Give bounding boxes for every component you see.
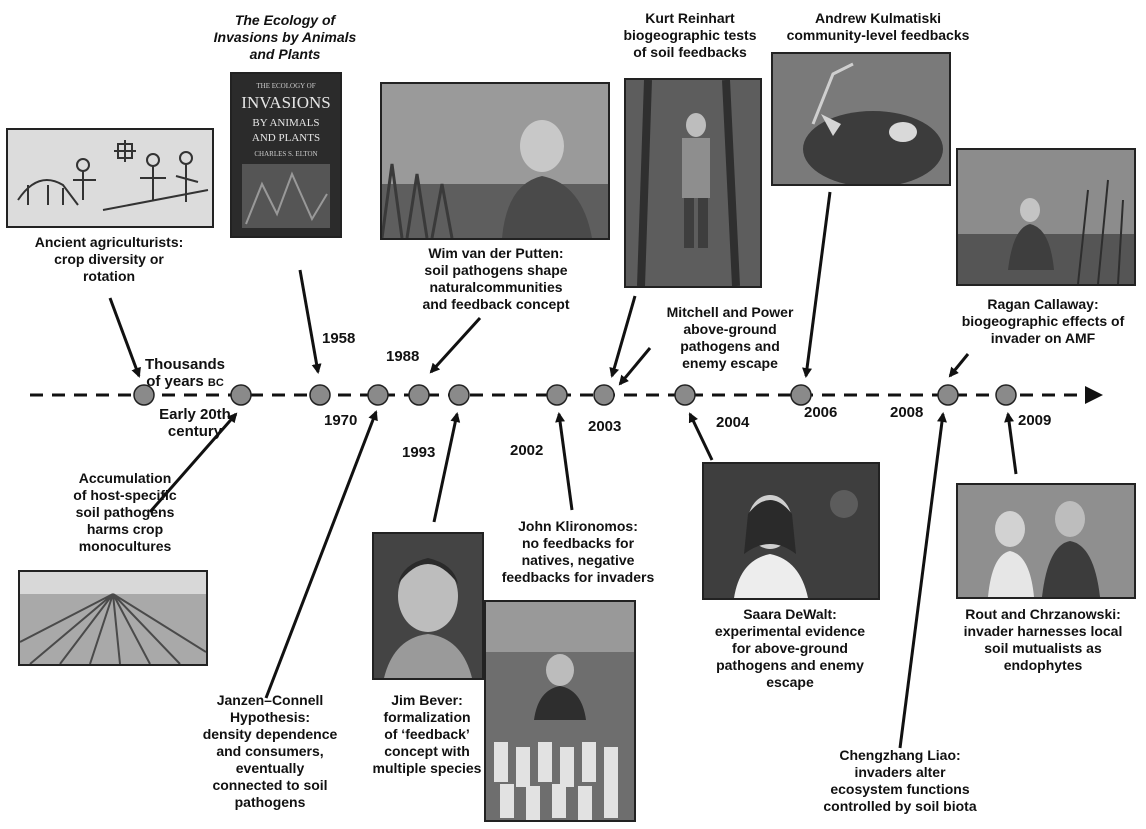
arrow-kulmatiski <box>802 191 832 378</box>
year-label-2009: 2009 <box>1018 412 1052 429</box>
caption-klironomos: John Klironomos: no feedbacks for native… <box>501 518 655 585</box>
portrait-drawing <box>382 84 608 238</box>
dot-2002 <box>546 384 568 406</box>
year-label-2008: 2008 <box>890 404 924 421</box>
year-label-early-20th: Early 20th century <box>159 406 231 440</box>
saara-dewalt-photo <box>702 462 880 600</box>
portrait-drawing <box>374 534 482 678</box>
year-label-bc: Thousands of years BC <box>144 356 225 390</box>
wim-van-der-putten-photo <box>380 82 610 240</box>
book-cover-photo: THE ECOLOGY OF INVASIONS BY ANIMALS AND … <box>230 72 342 238</box>
greenhouse-drawing <box>486 602 634 820</box>
year-label-1988: 1988 <box>386 348 420 365</box>
arrow-liao <box>898 412 947 749</box>
john-klironomos-photo <box>484 600 636 822</box>
arrow-callaway <box>948 353 970 378</box>
arrow-reinhart <box>609 295 637 378</box>
year-label-1970: 1970 <box>324 412 358 429</box>
jim-bever-photo <box>372 532 484 680</box>
timeline-arrows <box>108 191 1018 749</box>
timeline-dots <box>133 384 1017 406</box>
caption-liao: Chengzhang Liao: invaders alter ecosyste… <box>823 747 977 814</box>
portrait-drawing <box>626 80 760 286</box>
caption-reinhart: Kurt Reinhart biogeographic tests of soi… <box>623 10 757 60</box>
arrow-bever <box>432 412 461 523</box>
portrait-drawing <box>704 464 878 598</box>
ragan-callaway-photo <box>956 148 1136 286</box>
dot-1988 <box>408 384 430 406</box>
year-label-1993: 1993 <box>402 444 436 461</box>
dot-1993 <box>448 384 470 406</box>
year-label-2003: 2003 <box>588 418 622 435</box>
arrow-accumulation <box>148 412 238 513</box>
dot-2009 <box>995 384 1017 406</box>
dot-2006 <box>790 384 812 406</box>
kurt-reinhart-photo <box>624 78 762 288</box>
arrow-van-der-putten <box>429 316 482 374</box>
book-cover-drawing: THE ECOLOGY OF INVASIONS BY ANIMALS AND … <box>232 74 340 236</box>
field-drawing <box>20 572 206 664</box>
dot-bc <box>133 384 155 406</box>
year-label-2006: 2006 <box>804 404 838 421</box>
arrow-elton <box>298 269 322 374</box>
caption-callaway: Ragan Callaway: biogeographic effects of… <box>961 296 1125 346</box>
caption-kulmatiski: Andrew Kulmatiski community-level feedba… <box>786 10 970 43</box>
arrow-klironomos <box>555 412 574 511</box>
portrait-drawing <box>773 54 949 184</box>
book-cover-author: CHARLES S. ELTON <box>254 150 317 158</box>
dot-1958 <box>309 384 331 406</box>
ancient-carving-drawing <box>8 130 212 226</box>
crop-monoculture-field-photo <box>18 570 208 666</box>
dot-2004 <box>674 384 696 406</box>
dot-2008 <box>937 384 959 406</box>
caption-accumulation: Accumulation of host-specific soil patho… <box>73 470 177 554</box>
caption-elton-book: The Ecology of Invasions by Animals and … <box>213 12 357 62</box>
dot-2003 <box>593 384 615 406</box>
year-label-2002: 2002 <box>510 442 544 459</box>
book-cover-title-line3: BY ANIMALS <box>252 117 319 129</box>
caption-ancient-agriculturists: Ancient agriculturists: crop diversity o… <box>34 234 184 284</box>
portrait-drawing <box>958 150 1134 284</box>
rout-chrzanowski-photo <box>956 483 1136 599</box>
arrow-rout <box>1004 412 1018 475</box>
caption-van-der-putten: Wim van der Putten: soil pathogens shape… <box>422 245 570 312</box>
arrow-ancient <box>108 297 141 378</box>
arrow-dewalt <box>688 412 714 461</box>
caption-bever: Jim Bever: formalization of ‘feedback’ c… <box>372 692 482 776</box>
year-label-1958: 1958 <box>322 330 356 347</box>
caption-janzen-connell: Janzen–Connell Hypothesis: density depen… <box>202 692 338 810</box>
book-cover-title-line2: INVASIONS <box>241 93 330 112</box>
ancient-agriculture-illustration <box>6 128 214 228</box>
dot-1970 <box>367 384 389 406</box>
year-label-2004: 2004 <box>716 414 750 431</box>
book-cover-title-line1: THE ECOLOGY OF <box>256 82 315 90</box>
caption-mitchell-power: Mitchell and Power above-ground pathogen… <box>666 304 794 371</box>
caption-rout-chrzanowski: Rout and Chrzanowski: invader harnesses … <box>963 606 1123 673</box>
caption-dewalt: Saara DeWalt: experimental evidence for … <box>714 606 866 690</box>
andrew-kulmatiski-photo <box>771 52 951 186</box>
arrow-mitchell <box>618 347 652 386</box>
portrait-drawing <box>958 485 1134 597</box>
dot-early-20th <box>230 384 252 406</box>
arrow-janzen <box>264 410 378 699</box>
book-cover-title-line4: AND PLANTS <box>252 132 320 144</box>
